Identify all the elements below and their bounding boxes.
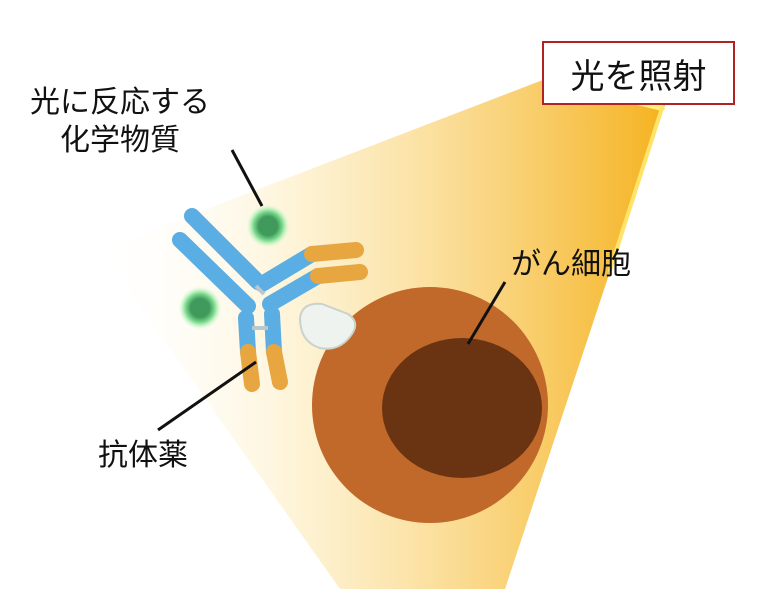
chemical-sphere: [247, 205, 289, 247]
light-irradiation-box: 光を照射: [542, 41, 735, 105]
light-irradiation-label: 光を照射: [570, 56, 707, 97]
chemical-label-line2: 化学物質: [60, 123, 180, 158]
antibody: [172, 208, 368, 392]
light-beam-edge-right: [608, 106, 664, 272]
chemical-label-line1: 光に反応する: [30, 85, 210, 120]
leader-line-cancer: [466, 281, 507, 345]
chemical-label: 光に反応する 化学物質: [30, 84, 210, 160]
leader-line-chemical: [230, 149, 264, 207]
antibody-drug-label: 抗体薬: [98, 438, 188, 473]
cancer-cell-nucleus: [382, 338, 542, 478]
leader-line-antibody: [157, 360, 257, 432]
cell-receptor: [298, 302, 357, 350]
cancer-cell-label: がん細胞: [511, 247, 631, 282]
chemical-sphere: [179, 287, 221, 329]
